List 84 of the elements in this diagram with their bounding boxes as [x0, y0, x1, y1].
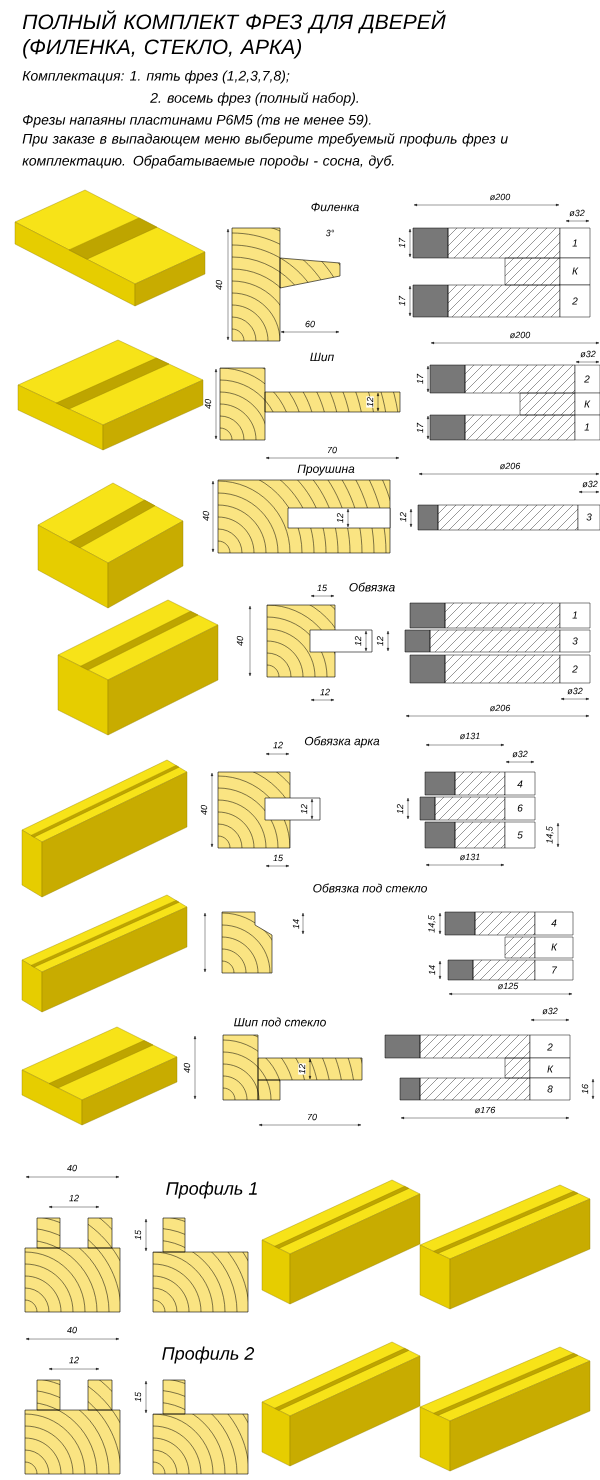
dimension-label: 12 [354, 635, 362, 647]
title: ПОЛНЫЙ КОМПЛЕКТ ФРЕЗ ДЛЯ ДВЕРЕЙ (ФИЛЕНКА, СТЕКЛО, АРКА) [22, 10, 446, 59]
dimension-label: ø131 [459, 853, 481, 861]
cutter-number: 5 [516, 830, 524, 840]
dimension-label: 40 [215, 279, 223, 291]
dimension-label: 70 [306, 1113, 318, 1121]
dimension-label: 17 [416, 422, 424, 434]
cutter-number: 2 [583, 374, 591, 384]
dimension-label: 15 [316, 584, 328, 592]
dimension-label: 12 [272, 741, 284, 749]
dimension-label: ø125 [497, 982, 519, 990]
dimension-label: 17 [416, 373, 424, 385]
cutter-number: 2 [546, 1042, 554, 1052]
note-text: Комплектация: 1. пять фрез (1,2,3,7,8); [22, 70, 290, 84]
dimension-label: 3° [325, 229, 335, 237]
dimension-label: ø131 [459, 732, 481, 740]
dimension-label: ø200 [509, 331, 531, 339]
dimension-label: 12 [396, 803, 404, 815]
cutter-number: 1 [583, 422, 591, 432]
dimension-label: ø200 [489, 193, 511, 201]
cutter-number: 4 [550, 918, 558, 928]
dimension-label: ø32 [568, 209, 586, 217]
dimension-label: 15 [134, 1391, 142, 1403]
dimension-label: 12 [298, 1063, 306, 1075]
cutter-number: 7 [550, 965, 558, 975]
dimension-label: ø206 [489, 704, 511, 712]
dimension-label: 12 [336, 512, 344, 524]
dimension-label: 70 [326, 446, 338, 454]
cutter-number: 6 [516, 803, 524, 813]
dimension-label: 12 [300, 803, 308, 815]
section-heading: Проушина [297, 464, 355, 476]
dimension-label: 40 [202, 510, 210, 522]
dimension-label: 16 [581, 1083, 589, 1095]
cutter-number: 1 [571, 610, 579, 620]
section-heading: Шип [310, 352, 334, 362]
profile-heading: Профиль 1 [166, 1181, 257, 1199]
dimension-label: 14,5 [545, 825, 555, 845]
cutter-number: К [550, 942, 558, 952]
dimension-label: 60 [304, 320, 316, 328]
section-heading: Шип под стекло [234, 1017, 326, 1027]
section-heading: Обвязка арка [304, 736, 380, 748]
dimension-label: 40 [236, 635, 244, 647]
dimension-label: 12 [376, 635, 384, 647]
section-heading: Обвязка под стекло [313, 883, 427, 893]
dimension-label: 14,5 [427, 914, 437, 934]
cutter-number: 3 [571, 636, 579, 646]
dimension-label: ø32 [541, 1007, 559, 1015]
dimension-label: ø176 [474, 1106, 496, 1114]
dimension-label: 12 [399, 511, 407, 523]
cutter-number: 8 [546, 1084, 554, 1094]
cutter-number: 4 [516, 779, 524, 789]
note-text: Фрезы напаяны пластинами Р6М5 (тв не менее 59). [23, 114, 371, 128]
profile-heading: Профиль 2 [162, 1346, 255, 1364]
dimension-label: 40 [66, 1326, 78, 1334]
dimension-label: 14 [428, 964, 436, 976]
cutter-number: К [571, 266, 579, 276]
dimension-label: 12 [68, 1194, 80, 1202]
dimension-label: ø32 [579, 350, 597, 358]
dimension-label: 40 [66, 1164, 78, 1172]
cutter-number: 1 [571, 238, 579, 248]
dimension-label: ø32 [511, 750, 529, 758]
cutter-number: К [583, 399, 591, 409]
dimension-label: ø206 [499, 462, 521, 470]
dimension-label: 17 [398, 295, 406, 307]
dimension-label: ø32 [566, 687, 584, 695]
cutter-number: 2 [571, 664, 579, 674]
note-text: При заказе в выпадающем меню выберите требуемый профиль фрез и комплектацию. Обрабатываемые породы - сосна, дуб. [22, 133, 508, 169]
dimension-label: 40 [200, 804, 208, 816]
section-heading: Филенка [311, 202, 359, 212]
dimension-label: 14 [292, 918, 300, 930]
note-text: 2. восемь фрез (полный набор). [150, 92, 358, 106]
dimension-label: 17 [398, 237, 406, 249]
dimension-label: 15 [134, 1229, 142, 1241]
dimension-label: ø32 [581, 480, 599, 488]
cutter-number: К [546, 1064, 554, 1074]
dimension-label: 12 [366, 396, 374, 408]
section-heading: Обвязка [349, 582, 395, 592]
dimension-label: 12 [319, 688, 331, 696]
dimension-label: 15 [272, 854, 284, 862]
cutter-number: 3 [585, 512, 593, 522]
dimension-label: 40 [183, 1062, 191, 1074]
dimension-label: 40 [204, 398, 212, 410]
cutter-number: 2 [571, 296, 579, 306]
dimension-label: 12 [68, 1356, 80, 1364]
